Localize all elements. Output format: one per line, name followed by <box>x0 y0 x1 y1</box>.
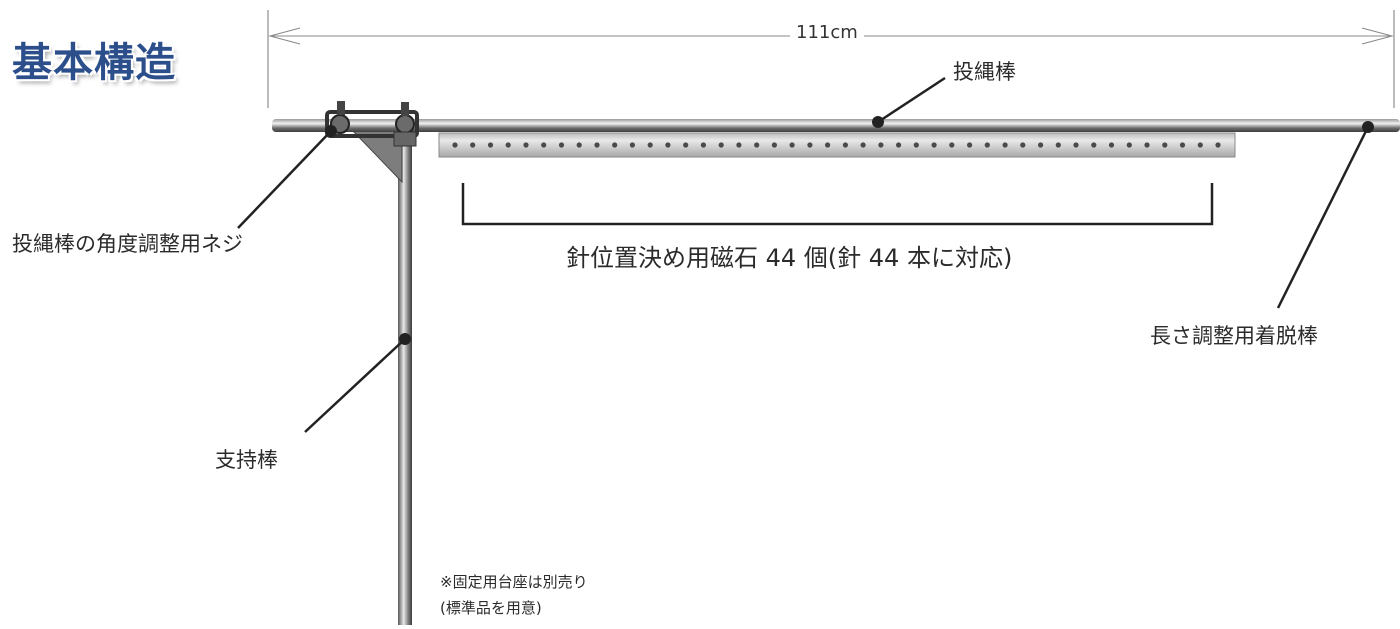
leader-support-rod <box>304 338 406 433</box>
magnet-hole <box>612 142 618 148</box>
magnet-hole <box>683 142 689 148</box>
magnet-hole <box>984 142 990 148</box>
magnet-hole <box>1144 142 1150 148</box>
magnet-hole <box>1020 142 1026 148</box>
magnet-hole <box>1162 142 1168 148</box>
leader-dot-support-rod <box>399 333 411 345</box>
magnet-holes <box>452 142 1221 148</box>
magnet-strip <box>438 132 1236 158</box>
magnet-hole <box>505 142 511 148</box>
label-angle-screw: 投縄棒の角度調整用ネジ <box>12 232 243 256</box>
magnet-hole <box>1179 142 1186 148</box>
magnet-hole <box>860 142 866 148</box>
note-base-sold-separately: ※固定用台座は別売り <box>440 573 588 591</box>
magnet-hole <box>487 142 494 148</box>
magnet-hole <box>452 142 458 148</box>
magnet-hole <box>807 142 813 148</box>
magnet-hole <box>736 142 742 148</box>
magnet-hole <box>558 142 565 148</box>
magnet-hole <box>949 142 955 148</box>
note-standard-item: (標準品を用意) <box>440 599 542 617</box>
magnet-hole <box>825 142 831 148</box>
magnet-hole <box>594 142 600 148</box>
label-extension-rod: 長さ調整用着脱棒 <box>1150 324 1318 348</box>
magnet-hole <box>576 142 582 148</box>
magnet-hole <box>1108 142 1115 148</box>
magnet-hole <box>470 142 476 148</box>
magnet-hole <box>1197 142 1203 148</box>
magnet-hole <box>647 142 653 148</box>
magnet-hole <box>1215 142 1221 148</box>
label-casting-rod: 投縄棒 <box>953 60 1016 84</box>
magnet-hole <box>541 142 547 148</box>
label-magnets: 針位置決め用磁石 44 個(針 44 本に対応) <box>566 244 1013 272</box>
magnet-hole <box>718 142 724 148</box>
magnet-hole <box>842 142 849 148</box>
magnet-hole <box>878 142 884 148</box>
magnet-hole <box>700 142 707 148</box>
magnet-hole <box>754 142 760 148</box>
magnet-hole <box>629 142 636 148</box>
magnet-hole <box>771 142 778 148</box>
leader-dot-extension-rod <box>1362 121 1374 133</box>
magnet-hole <box>896 142 902 148</box>
magnet-hole <box>789 142 795 148</box>
magnet-range-bracket <box>461 183 1214 226</box>
support-rod <box>398 126 412 626</box>
magnet-hole <box>665 142 671 148</box>
label-support-rod: 支持棒 <box>215 448 278 472</box>
magnet-hole <box>1038 142 1044 148</box>
leader-rod <box>877 76 946 124</box>
magnet-hole <box>1055 142 1061 148</box>
angle-screw-clamp <box>325 101 419 147</box>
magnet-hole <box>1073 142 1079 148</box>
magnet-hole <box>1002 142 1008 148</box>
page-title: 基本構造 <box>12 40 176 86</box>
leader-dot-rod <box>872 116 884 128</box>
magnet-hole <box>523 142 529 148</box>
leader-extension-rod <box>1276 126 1370 309</box>
magnet-hole <box>931 142 937 148</box>
magnet-hole <box>1091 142 1097 148</box>
magnet-hole <box>967 142 973 148</box>
leader-angle-screw <box>237 130 332 229</box>
magnet-hole <box>913 142 919 148</box>
leader-dot-angle-screw <box>325 125 337 137</box>
dimension-label: 111cm <box>790 22 864 43</box>
casting-rod <box>272 119 1400 132</box>
magnet-hole <box>1126 142 1132 148</box>
